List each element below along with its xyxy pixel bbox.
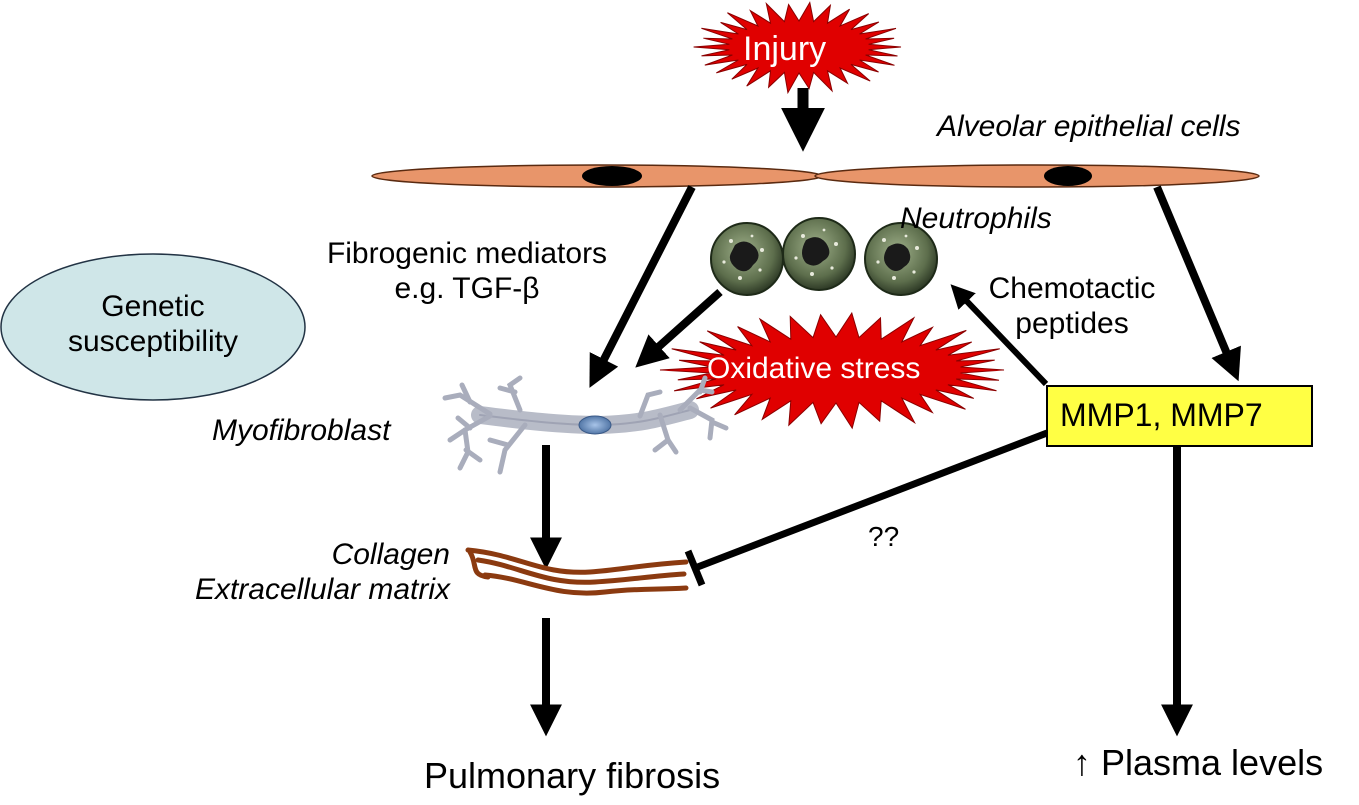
neutrophils-label: Neutrophils	[900, 202, 1052, 235]
fibrogenic-mediators-label: Fibrogenic mediators e.g. TGF-β	[292, 237, 642, 306]
mmp-label: MMP1, MMP7	[1060, 397, 1263, 433]
fibrogenic-mediators-line1: Fibrogenic mediators	[326, 237, 608, 270]
unknown-inhibition-label: ??	[868, 521, 900, 552]
oxidative-stress-label: Oxidative stress	[707, 352, 921, 385]
neutrophil-cell	[710, 222, 784, 296]
injury-starburst	[693, 1, 902, 95]
neutrophil-cells	[710, 217, 938, 296]
neutrophil-cell	[864, 222, 938, 296]
inhibition-bar	[684, 549, 706, 587]
genetic-susceptibility-line1: Genetic	[101, 290, 205, 323]
alveolar-epithelial-cells-label: Alveolar epithelial cells	[937, 110, 1241, 143]
alveolar-epithelial-cells	[371, 164, 1260, 188]
epithelial-cell-nucleus-right	[1044, 166, 1092, 186]
collagen-label: Collagen Extracellular matrix	[134, 538, 450, 607]
arrow-mmp-to-neutrophils	[950, 284, 1049, 387]
collagen-line2: Extracellular matrix	[194, 572, 450, 606]
fibrogenic-mediators-line2: e.g. TGF-β	[394, 271, 540, 305]
arrow-cells-to-mmp	[1153, 185, 1241, 382]
chemotactic-peptides-line2: peptides	[1015, 306, 1129, 340]
myofibroblast-cell	[442, 375, 729, 475]
chemotactic-peptides-label: Chemotactic peptides	[962, 272, 1182, 341]
arrow-neutrophils-to-myofibroblast	[635, 289, 723, 368]
oxidative-stress-starburst	[659, 311, 1005, 430]
neutrophil-cell	[782, 217, 856, 291]
injury-label: Injury	[743, 30, 827, 68]
genetic-susceptibility-line2: susceptibility	[67, 324, 239, 358]
epithelial-cell-right	[814, 164, 1260, 188]
myofibroblast-label: Myofibroblast	[212, 414, 391, 447]
plasma-levels-label: ↑ Plasma levels	[1073, 742, 1324, 783]
genetic-susceptibility-label: Genetic susceptibility	[20, 290, 286, 359]
collagen-fibers	[465, 547, 689, 596]
chemotactic-peptides-line1: Chemotactic	[988, 272, 1156, 305]
epithelial-cell-nucleus-left	[582, 166, 642, 186]
inhibition-mmp-to-collagen	[693, 429, 1049, 572]
mmp-box	[1046, 385, 1313, 447]
arrow-cells-to-myofibroblast	[589, 185, 696, 388]
pulmonary-fibrosis-label: Pulmonary fibrosis	[424, 755, 721, 796]
collagen-line1: Collagen	[331, 538, 450, 571]
genetic-susceptibility-ellipse	[0, 253, 306, 401]
